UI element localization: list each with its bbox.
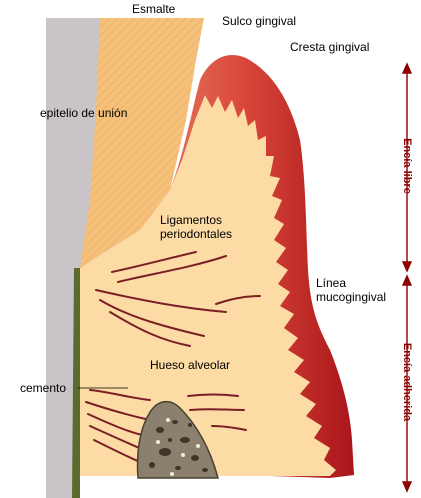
label-linea-line1: Línea: [316, 276, 386, 290]
label-hueso-alveolar: Hueso alveolar: [150, 358, 230, 372]
label-cemento: cemento: [20, 381, 66, 395]
label-linea-line2: mucogingival: [316, 290, 386, 304]
label-encia-libre: Encía libre: [401, 129, 413, 203]
label-ligamentos-line1: Ligamentos: [160, 213, 232, 227]
label-ligamentos: Ligamentos periodontales: [160, 213, 232, 241]
label-ligamentos-line2: periodontales: [160, 227, 232, 241]
label-sulco-gingival: Sulco gingival: [222, 14, 296, 28]
label-cresta-gingival: Cresta gingival: [290, 40, 369, 54]
label-encia-adherida: Encía adherida: [401, 337, 413, 427]
label-esmalte: Esmalte: [132, 2, 175, 16]
label-linea-mucogingival: Línea mucogingival: [316, 276, 386, 304]
label-epitelio-union: epitelio de unión: [40, 106, 127, 120]
